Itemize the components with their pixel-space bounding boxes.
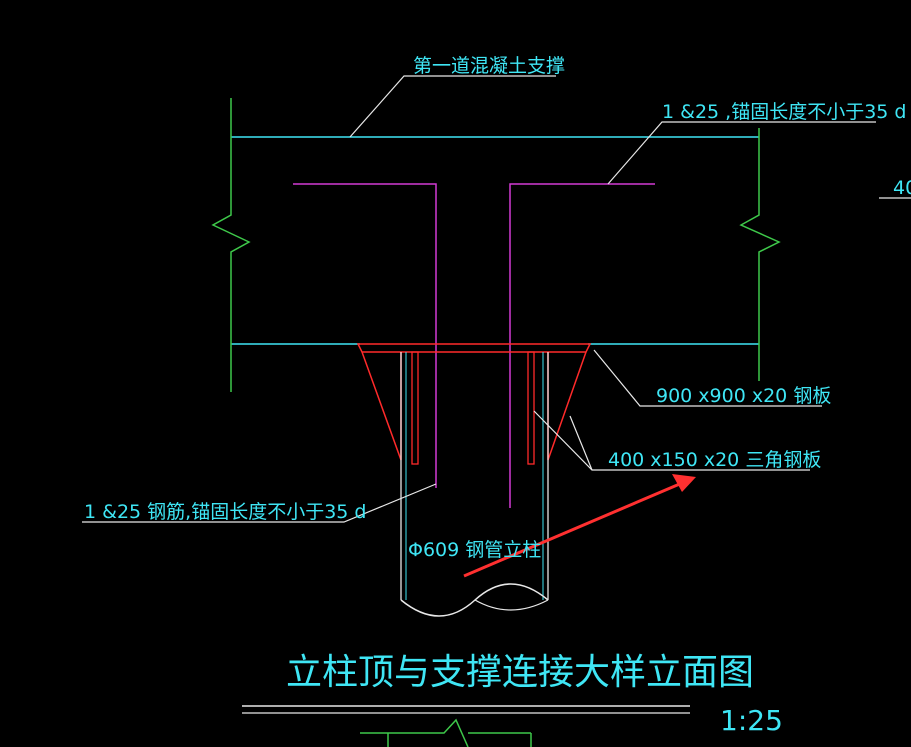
lower-fragment-line bbox=[360, 718, 469, 747]
red-arrow bbox=[463, 474, 696, 578]
label-steel-plate: 900 x900 x20 钢板 bbox=[656, 385, 831, 407]
leader-rebar-bottom bbox=[82, 483, 437, 523]
rebars bbox=[293, 183, 655, 508]
rebar-left-bent bbox=[293, 183, 437, 488]
drawing-scale: 1:25 bbox=[720, 704, 783, 737]
label-steel-pipe: Φ609 钢管立柱 bbox=[408, 539, 541, 561]
left-break-line bbox=[211, 98, 251, 392]
steel-pipe-column bbox=[400, 352, 549, 617]
leader-triangle-plate-2 bbox=[569, 415, 593, 471]
anchor-bars bbox=[411, 351, 535, 465]
label-rebar-bottom: 1 &25 钢筋,锚固长度不小于35 d bbox=[84, 501, 366, 523]
leader-steel-plate bbox=[593, 349, 822, 407]
label-rebar-top: 1 &25 ,锚固长度不小于35 d bbox=[662, 101, 906, 123]
anchor-bar-right bbox=[527, 351, 535, 465]
label-concrete-support: 第一道混凝土支撑 bbox=[413, 55, 565, 77]
title-block: 立柱顶与支撑连接大样立面图 1:25 bbox=[242, 652, 783, 747]
steel-plate-outline bbox=[356, 343, 592, 353]
break-lines bbox=[211, 98, 781, 392]
right-break-line bbox=[739, 128, 781, 381]
drawing-title: 立柱顶与支撑连接大样立面图 bbox=[286, 652, 754, 693]
labels: 第一道混凝土支撑 1 &25 ,锚固长度不小于35 d 40 900 x900 … bbox=[84, 55, 911, 561]
leader-rebar-top bbox=[607, 121, 876, 185]
label-triangle-plate: 400 x150 x20 三角钢板 bbox=[608, 449, 821, 471]
triangle-plate-left bbox=[361, 351, 402, 461]
leader-concrete-support bbox=[349, 75, 556, 138]
red-arrow-shaft bbox=[463, 481, 683, 578]
concrete-beam bbox=[231, 136, 759, 345]
pipe-break-curve bbox=[400, 583, 549, 617]
label-edge-fragment: 40 bbox=[893, 177, 911, 199]
top-steel-plate bbox=[356, 343, 592, 353]
pipe-break-curve-inner bbox=[474, 599, 549, 611]
red-arrow-head bbox=[672, 474, 696, 492]
leader-lines bbox=[82, 75, 911, 523]
rebar-right-bent bbox=[509, 183, 655, 508]
triangle-plates bbox=[361, 351, 587, 461]
anchor-bar-left bbox=[411, 351, 419, 465]
